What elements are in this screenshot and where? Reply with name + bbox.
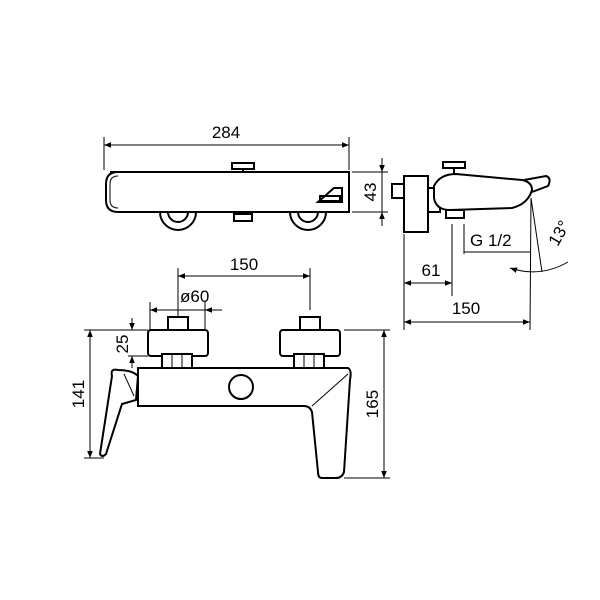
dim-side-offset: 61 <box>422 261 441 280</box>
dim-nut-height: 25 <box>113 335 132 354</box>
dim-right-height: 165 <box>363 390 382 418</box>
dim-center-distance: 150 <box>230 255 258 274</box>
dim-left-height: 141 <box>69 380 88 408</box>
dim-top-width: 284 <box>212 123 240 142</box>
dim-angle: 13° <box>545 217 574 249</box>
dim-side-depth: 150 <box>452 299 480 318</box>
dim-top-height: 43 <box>361 183 380 202</box>
top-view: 284 43 <box>103 123 388 231</box>
dim-thread: G 1/2 <box>470 231 512 250</box>
front-view: 150 ø60 25 14 <box>69 255 390 479</box>
dim-diameter: ø60 <box>180 287 209 306</box>
side-view: 13° G 1/2 61 150 <box>391 161 574 331</box>
